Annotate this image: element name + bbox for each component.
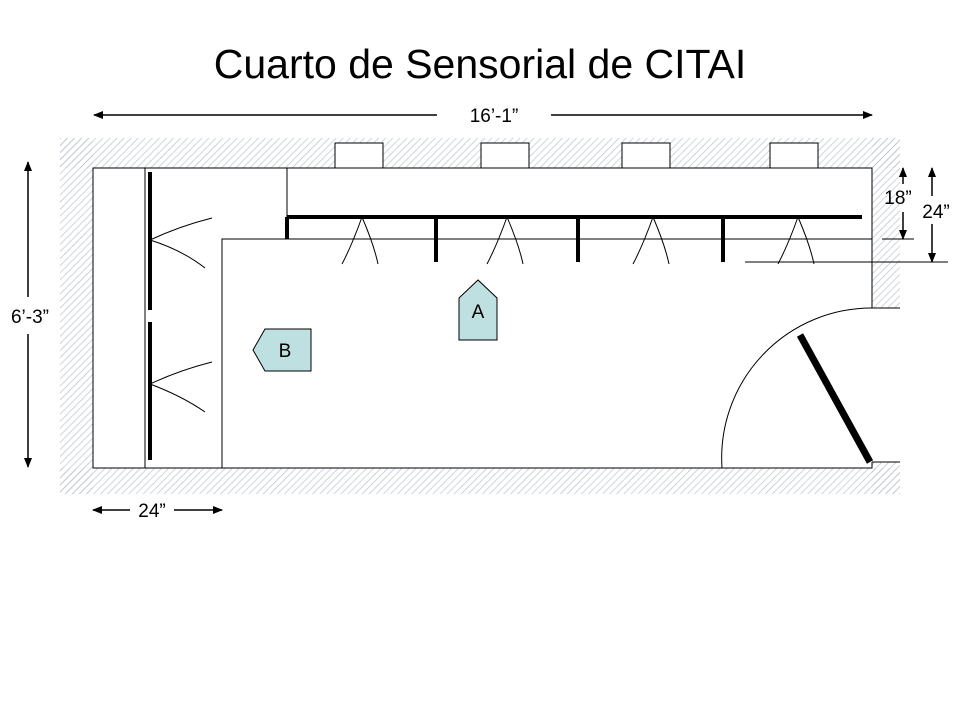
right-inner-dimension: 18” — [882, 167, 914, 240]
right-inner-dimension-label: 18” — [884, 188, 911, 209]
window-2 — [480, 142, 530, 169]
marker-b: B — [252, 328, 312, 372]
width-dimension-label: 16’-1” — [470, 106, 519, 127]
top-closet-doors — [285, 215, 862, 262]
wall-hatch — [60, 138, 900, 494]
right-outer-dimension: 24” — [745, 167, 950, 263]
bottom-dimension-label: 24” — [138, 501, 165, 522]
page-title: Cuarto de Sensorial de CITAI — [214, 41, 747, 87]
window-3 — [621, 142, 671, 169]
right-outer-dimension-label: 24” — [922, 202, 949, 223]
marker-b-label: B — [279, 341, 292, 362]
bottom-dimension: 24” — [92, 501, 223, 522]
height-dimension-label: 6’-3” — [11, 307, 49, 328]
window-1 — [334, 142, 384, 169]
marker-a: A — [458, 279, 498, 341]
height-dimension: 6’-3” — [11, 161, 49, 468]
width-dimension: 16’-1” — [93, 106, 873, 127]
left-closet-door-swings — [149, 217, 213, 413]
marker-a-label: A — [472, 302, 485, 323]
window-4 — [769, 142, 819, 169]
windows — [334, 142, 819, 169]
top-closet-door-swings — [341, 216, 815, 265]
entry-door — [721, 307, 874, 469]
